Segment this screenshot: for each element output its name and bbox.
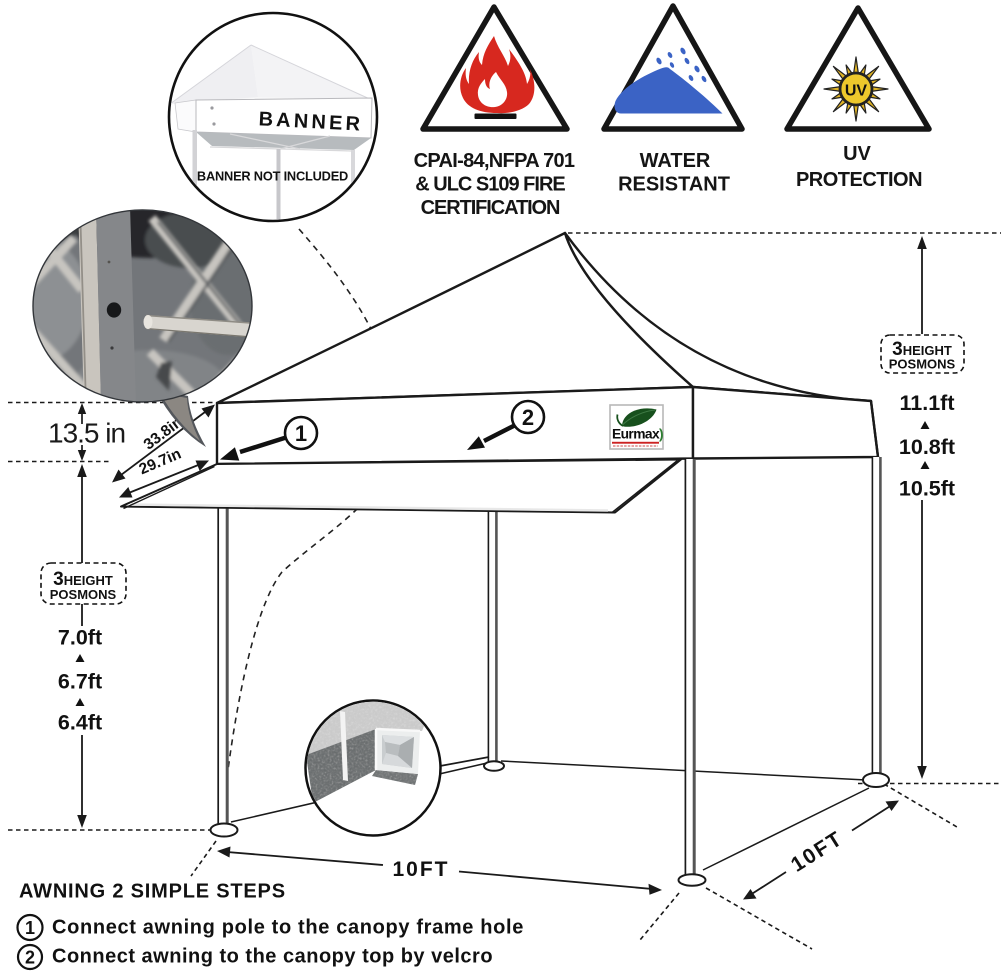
svg-text:Connect awning to the canopy t: Connect awning to the canopy top by velc… xyxy=(52,946,493,968)
svg-text:UV: UV xyxy=(845,83,868,100)
svg-text:AWNING 2 SIMPLE STEPS: AWNING 2 SIMPLE STEPS xyxy=(19,881,286,903)
svg-text:6.4ft: 6.4ft xyxy=(58,711,102,735)
svg-text:BANNER: BANNER xyxy=(258,108,364,135)
svg-text:3HEIGHT: 3HEIGHT xyxy=(892,339,952,360)
svg-text:CPAI-84,NFPA 701: CPAI-84,NFPA 701 xyxy=(414,150,575,172)
svg-text:POSMONS: POSMONS xyxy=(50,587,117,602)
svg-text:& ULC S109 FIRE: & ULC S109 FIRE xyxy=(415,174,565,196)
svg-text:10FT: 10FT xyxy=(392,858,449,881)
svg-text:13.5 in: 13.5 in xyxy=(48,418,125,449)
svg-text:2: 2 xyxy=(522,405,534,430)
svg-text:RESISTANT: RESISTANT xyxy=(618,174,730,196)
svg-text:7.0ft: 7.0ft xyxy=(58,626,102,650)
svg-text:11.1ft: 11.1ft xyxy=(900,391,955,415)
svg-text:6.7ft: 6.7ft xyxy=(58,670,102,694)
svg-text:10.5ft: 10.5ft xyxy=(899,477,955,501)
svg-text:2: 2 xyxy=(25,948,35,968)
svg-text:POSMONS: POSMONS xyxy=(889,357,956,372)
svg-text:10.8ft: 10.8ft xyxy=(899,435,955,459)
svg-text:PROTECTION: PROTECTION xyxy=(796,169,922,191)
svg-text:1: 1 xyxy=(25,918,35,938)
svg-text:BANNER NOT INCLUDED: BANNER NOT INCLUDED xyxy=(197,169,348,184)
svg-text:Connect awning pole to the can: Connect awning pole to the canopy frame … xyxy=(52,917,524,939)
svg-text:1: 1 xyxy=(295,421,307,446)
svg-text:3HEIGHT: 3HEIGHT xyxy=(53,569,113,590)
svg-text:WATER: WATER xyxy=(640,150,711,172)
svg-text:UV: UV xyxy=(843,143,871,165)
svg-text:Eurmax): Eurmax) xyxy=(612,427,663,442)
svg-text:CERTIFICATION: CERTIFICATION xyxy=(421,197,560,219)
